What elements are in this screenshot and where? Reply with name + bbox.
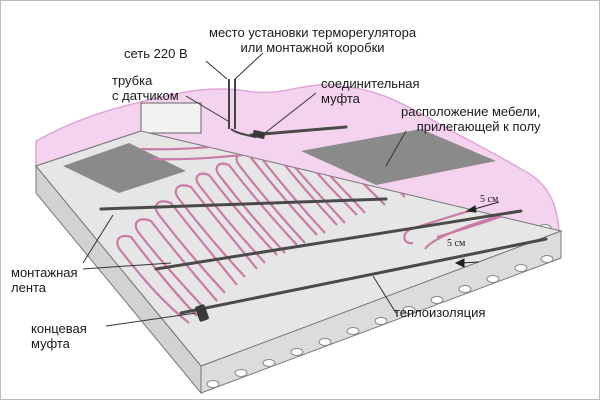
label-end-coupling-line1: концевая — [31, 321, 87, 336]
label-furniture-placement: расположение мебели, прилегающей к полу — [401, 104, 541, 134]
label-furniture-line2: прилегающей к полу — [416, 119, 541, 134]
mounting-tapes — [99, 125, 548, 315]
mounting-tape-1 — [99, 197, 388, 211]
label-connection-coupling: соединительная муфта — [321, 76, 420, 106]
thermostat-box — [140, 102, 202, 134]
mounting-tape-4 — [249, 125, 348, 137]
label-gap-top: 5 см — [480, 194, 499, 205]
label-thermostat-line2: или монтажной коробки — [240, 40, 385, 55]
label-gap-bottom: 5 см — [447, 238, 466, 249]
label-sensor-tube: трубка с датчиком — [112, 73, 179, 103]
furniture-zone-left — [63, 143, 186, 193]
label-tape-line1: монтажная — [11, 265, 78, 280]
label-coupling-line1: соединительная — [321, 76, 420, 91]
label-tape-line2: лента — [11, 280, 47, 295]
label-end-coupling: концевая муфта — [31, 321, 87, 351]
label-tube-line1: трубка — [112, 73, 153, 88]
end-coupling — [195, 304, 209, 322]
label-mains: сеть 220 В — [124, 46, 188, 61]
label-insulation: теплоизоляция — [394, 305, 486, 320]
label-mounting-tape: монтажная лента — [11, 265, 78, 295]
label-coupling-line2: муфта — [321, 91, 360, 106]
mounting-tape-3 — [179, 237, 548, 315]
label-furniture-line1: расположение мебели, — [401, 104, 541, 119]
label-thermostat-line1: место установки терморегулятора — [209, 25, 417, 40]
label-tube-line2: с датчиком — [112, 88, 179, 103]
gap-arrows — [454, 201, 500, 268]
floor-surface — [35, 130, 563, 367]
mounting-tape-2 — [154, 209, 523, 271]
connection-coupling — [252, 129, 266, 140]
label-thermostat-location: место установки терморегулятора или монт… — [209, 25, 416, 55]
label-end-coupling-line2: муфта — [31, 336, 70, 351]
furniture-zone-right — [301, 129, 496, 185]
leader-lines — [82, 52, 407, 327]
